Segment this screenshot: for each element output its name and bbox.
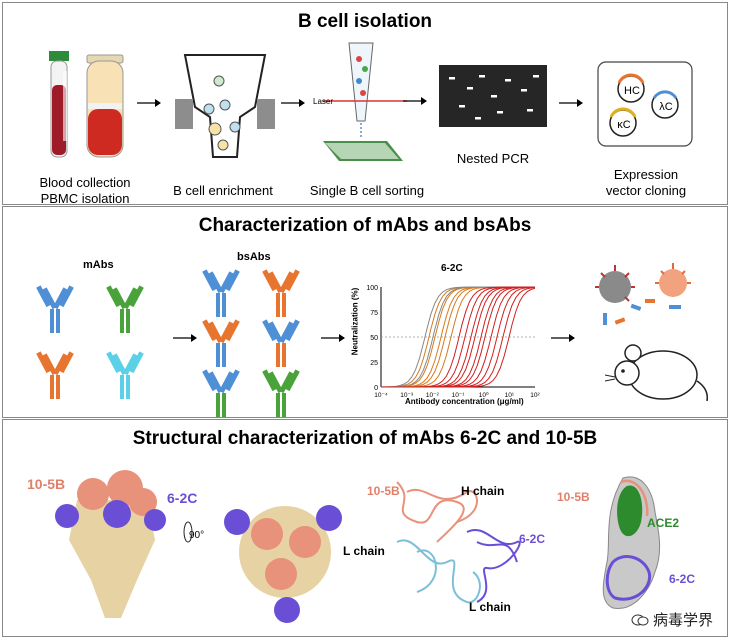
panel-title: B cell isolation — [297, 11, 433, 32]
mabs-illustration — [36, 285, 144, 399]
plot-title: 6-2C — [441, 263, 463, 274]
single-cell-sorting-illustration — [323, 42, 407, 161]
step-1-caption: Blood collection PBMC isolation — [39, 175, 131, 206]
panel-title: Characterization of mAbs and bsAbs — [198, 215, 532, 236]
arrow-icon — [403, 97, 427, 105]
arrow-icon — [559, 99, 583, 107]
plot-x-tick: 10⁻¹ — [452, 392, 466, 399]
bsabs-label: bsAbs — [237, 251, 271, 263]
surface-label-6-2c: 6-2C — [669, 572, 696, 586]
ribbon-l-chain-label-bottom: L chain — [469, 600, 511, 614]
ribbon-label-6-2c: 6-2C — [519, 532, 546, 546]
rbd-surface-illustration — [602, 476, 661, 609]
plot-x-tick: 10⁻⁴ — [374, 392, 388, 399]
plot-y-tick: 25 — [370, 360, 378, 367]
virus-antibody-illustration — [595, 263, 691, 325]
plot-y-tick: 50 — [370, 335, 378, 342]
ribbon-h-chain-label: H chain — [461, 484, 505, 498]
plot-x-tick: 10¹ — [505, 392, 515, 399]
ribbon-label-10-5b: 10-5B — [367, 484, 400, 498]
plot-x-tick: 10⁰ — [479, 391, 489, 399]
step-5-caption: Expression vector cloning — [605, 167, 687, 198]
bsabs-illustration — [202, 269, 300, 417]
fab-ribbon-structure — [396, 481, 521, 604]
arrow-icon — [551, 334, 575, 342]
arrow-icon — [173, 334, 197, 342]
plot-x-tick: 10⁻² — [426, 392, 440, 399]
plot-x-tick: 10⁻³ — [400, 392, 414, 399]
bsab-4 — [262, 319, 300, 367]
surface-ace2-label: ACE2 — [647, 516, 680, 530]
step-2-caption: B cell enrichment — [173, 183, 273, 198]
panel-title: Structural characterization of mAbs 6-2C… — [132, 428, 598, 449]
rotation-label: 90° — [189, 530, 205, 541]
bsab-3 — [202, 319, 240, 367]
plot-y-tick: 75 — [370, 310, 378, 317]
vector-lambda-label: λC — [659, 101, 673, 113]
bsab-6 — [262, 369, 300, 417]
surface-label-10-5b: 10-5B — [557, 490, 590, 504]
watermark: 病毒学界 — [631, 609, 713, 630]
vector-kappa-label: κC — [617, 119, 631, 131]
plot-y-tick: 0 — [374, 385, 378, 392]
plot-x-tick: 10² — [530, 392, 540, 399]
neutralization-plot: 100 75 50 25 010⁻⁴ 10⁻³ 10⁻² 10⁻¹ 10⁰ 10¹ 10² — [366, 285, 540, 399]
blood-tubes-illustration — [49, 51, 124, 158]
arrow-icon — [281, 99, 305, 107]
spike-complex-side-view — [55, 470, 166, 618]
bsab-5 — [202, 369, 240, 417]
mab-orange — [36, 351, 74, 399]
red-curve — [381, 287, 536, 388]
mabs-label: mAbs — [83, 259, 114, 271]
laser-label: Laser — [313, 97, 334, 106]
label-6-2c: 6-2C — [167, 490, 198, 506]
mab-blue — [36, 285, 74, 333]
expression-vectors-illustration — [597, 61, 693, 147]
bsab-1 — [202, 269, 240, 317]
arrow-icon — [321, 334, 345, 342]
vector-hc-label: HC — [624, 85, 640, 97]
step-3-caption: Single B cell sorting — [309, 183, 425, 198]
panel-b-cell-isolation: B cell isolation Blood collection PBMC i… — [2, 2, 728, 206]
mab-cyan — [106, 351, 144, 399]
rotate-icon — [183, 521, 193, 543]
b-cell-enrichment-illustration — [175, 54, 275, 158]
arrow-icon — [137, 99, 161, 107]
plot-y-tick: 100 — [366, 285, 378, 292]
mouse-illustration — [604, 344, 709, 402]
spike-complex-top-view — [224, 505, 342, 623]
label-10-5b: 10-5B — [27, 476, 66, 492]
wechat-icon — [631, 614, 649, 625]
ribbon-l-chain-label-left: L chain — [343, 544, 385, 558]
nested-pcr-gel-illustration — [439, 65, 547, 127]
step-4-caption: Nested PCR — [456, 151, 530, 166]
panel-structural: Structural characterization of mAbs 6-2C… — [2, 419, 728, 637]
watermark-text: 病毒学界 — [652, 612, 713, 629]
bsab-2 — [262, 269, 300, 317]
mab-green — [106, 285, 144, 333]
plot-x-label: Antibody concentration (μg/ml) — [405, 397, 524, 406]
panel-characterization: Characterization of mAbs and bsAbs mAbs … — [2, 206, 728, 418]
plot-y-label: Neutralization (%) — [350, 287, 360, 356]
